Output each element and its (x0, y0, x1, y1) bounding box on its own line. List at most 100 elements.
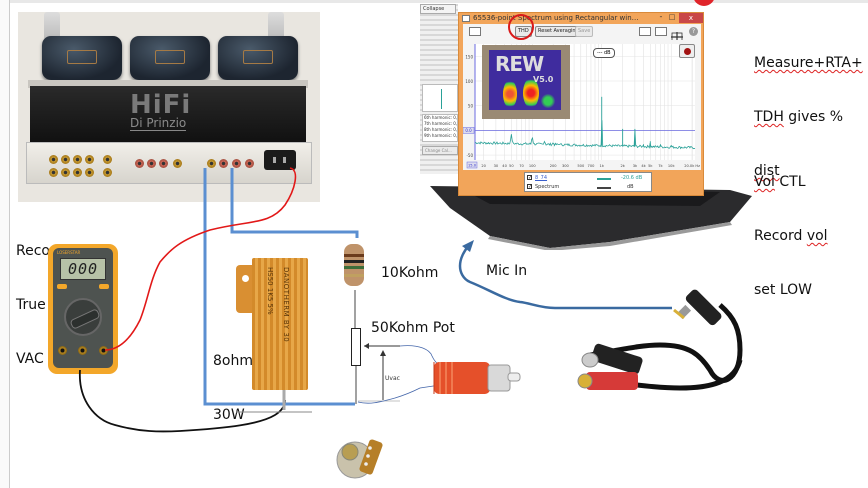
rca-input-jack (61, 155, 70, 164)
tdh-word: TDH (754, 109, 784, 125)
x-tick-label: 300 (562, 164, 570, 168)
legend-line (597, 178, 611, 180)
legend-item[interactable]: ✓ 8_74 -20.6 dB (527, 174, 651, 183)
legend-value: -20.6 dB (621, 175, 643, 181)
rew-logo: REW V5.0 (482, 45, 570, 119)
pot-label: 50Kohm Pot (371, 320, 455, 336)
output-transformer (42, 36, 122, 80)
x-tick-label: 4k (641, 164, 646, 168)
x-tick-label: 200 (550, 164, 558, 168)
x-tick-label: 7k (658, 164, 663, 168)
arrow-head-icon (380, 350, 386, 356)
uvac-label: Uvac (385, 375, 400, 382)
spectrum-series-line (474, 120, 696, 150)
rca-input-jack (49, 168, 58, 177)
reference-label-box (463, 127, 475, 134)
meter-button[interactable] (99, 284, 109, 289)
harmonic-item: 8th harmonic: 0, (424, 127, 458, 132)
legend-value: dB (627, 184, 634, 190)
power-transformer (130, 36, 210, 80)
x-tick-label: 40 (502, 164, 507, 168)
minimize-button[interactable]: - (659, 12, 663, 21)
potentiometer-photo (336, 439, 383, 479)
mic-in-cable (458, 245, 672, 310)
rca-y-splitter-cable (577, 289, 743, 391)
red-highlight-circle (693, 0, 715, 6)
note-line: TDH gives % (754, 109, 844, 125)
rca-plug-red (433, 362, 521, 394)
speaker-terminal (135, 159, 144, 168)
x-tick-label: 500 (577, 164, 585, 168)
meter-jack (99, 346, 108, 355)
note-line: Record vol (754, 228, 828, 244)
rew-logo-version: V5.0 (533, 75, 554, 84)
rca-input-jack (85, 168, 94, 177)
x-tick-label: 1k (600, 164, 605, 168)
harmonic-item: 6th harmonic: 0, (424, 115, 458, 120)
rca-input-jack (73, 168, 82, 177)
collapse-button[interactable]: Collapse (420, 4, 456, 14)
display-icon[interactable] (639, 27, 651, 36)
record-button[interactable] (679, 44, 695, 58)
x-tick-label: 2k (620, 164, 625, 168)
harmonics-list: 6th harmonic: 0, 7th harmonic: 0, 8th ha… (422, 114, 458, 142)
arrow-head-icon (462, 240, 474, 252)
output-transformer (218, 36, 298, 80)
legend-name: Spectrum (535, 184, 560, 190)
vacuum-tube (44, 12, 60, 40)
layout-icon[interactable] (655, 27, 667, 36)
help-icon[interactable]: ? (689, 27, 698, 36)
iec-power-inlet (264, 150, 296, 170)
x-tick-label: 100 (529, 164, 537, 168)
speaker-terminal (147, 159, 156, 168)
y-tick-label: -50 (466, 153, 473, 158)
close-button[interactable]: x (679, 13, 703, 23)
mini-chart (422, 84, 458, 112)
note-line: Measure+RTA+ (754, 55, 863, 71)
resistor-10kohm (342, 236, 366, 294)
note-line: VAC (16, 351, 44, 367)
meter-brand: LOSERSTAR (57, 250, 81, 255)
red-test-lead (104, 167, 297, 351)
mic-in-label: Mic In (486, 263, 528, 279)
note-line: dist (754, 163, 780, 179)
power-resistor-8ohm: DANOTHERM BY 30 HS50 1K5 5% (236, 253, 308, 390)
power-resistor-label: 8ohm 30W (213, 316, 253, 442)
meter-dial[interactable] (64, 298, 102, 336)
arrow-head-icon (364, 343, 369, 349)
vacuum-tube (268, 12, 284, 40)
meter-button[interactable] (57, 284, 67, 289)
top-border (0, 0, 868, 3)
legend-item[interactable]: ✓ Spectrum dB (527, 183, 651, 192)
legend-line (597, 187, 611, 189)
checkbox-icon[interactable]: ✓ (527, 184, 533, 190)
maximize-button[interactable]: □ (668, 13, 676, 21)
checkbox-icon[interactable]: ✓ (527, 175, 533, 181)
db-readout-button[interactable]: --- dB (593, 48, 615, 58)
app-icon (462, 15, 470, 22)
speaker-terminal (232, 159, 241, 168)
amplifier-photo: HiFi Di Prinzio (18, 12, 320, 202)
y-tick-label: 150 (465, 54, 473, 59)
x-tick-label: 700 (588, 164, 596, 168)
harmonic-item: 7th harmonic: 0, (424, 121, 458, 126)
small-resistor-label: 10Kohm (381, 265, 439, 281)
x-tick-label: 10k (668, 164, 676, 168)
x-tick-label: 5k (648, 164, 653, 168)
x-tick-label: 20 (481, 164, 486, 168)
x-tick-label: 30 (494, 164, 499, 168)
x-tick-label: 3k (633, 164, 638, 168)
speaker-terminal (159, 159, 168, 168)
meter-display: 000 (60, 258, 106, 280)
x-start-label: 15.0 (468, 164, 477, 168)
vol-word: vol (806, 228, 828, 244)
speaker-terminal (173, 159, 182, 168)
rca-input-jack (49, 155, 58, 164)
capture-icon[interactable] (469, 27, 481, 36)
rew-logo-text: REW (495, 52, 544, 76)
save-button[interactable]: Save (575, 26, 594, 37)
vol-note: Vol CTL Record vol set LOW (754, 137, 828, 317)
chassis-top (28, 80, 308, 88)
change-cal-button[interactable]: Change Cal... (422, 146, 458, 155)
